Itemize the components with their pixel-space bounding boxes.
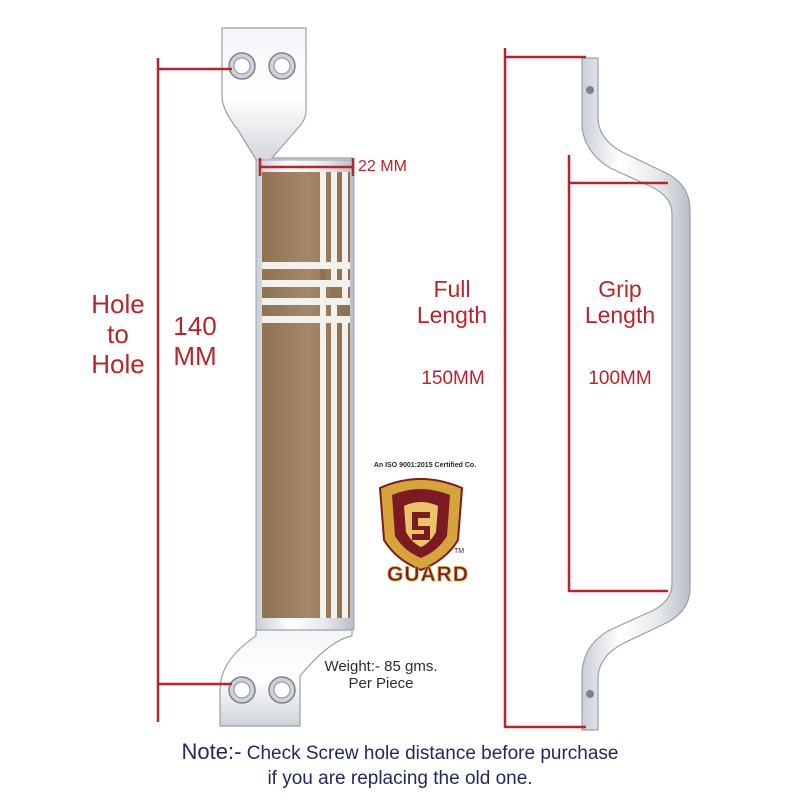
full-length-value: 150MM: [421, 368, 485, 389]
guard-logo: [378, 478, 464, 572]
grip-length-label: Grip Length: [584, 276, 656, 329]
hole-distance-value: 140 MM: [173, 311, 217, 371]
width-label: 22 MM: [358, 158, 407, 175]
hole-to-hole-label: Hole to Hole: [91, 289, 145, 379]
side-handle: [581, 57, 691, 731]
weight-label: Weight:- 85 gms. Per Piece: [324, 658, 438, 693]
note-line1: Check Screw hole distance before purchas…: [246, 743, 619, 764]
trademark-text: TM: [454, 548, 465, 555]
front-handle: [219, 27, 355, 727]
grip-length-value: 100MM: [588, 368, 652, 389]
note: Note:- Check Screw hole distance before …: [0, 738, 800, 791]
note-line2: if you are replacing the old one.: [267, 767, 533, 789]
note-key: Note:-: [181, 739, 242, 764]
dimension-lines: [156, 48, 668, 729]
full-length-label: Full Length: [416, 276, 488, 329]
guard-brand-text: GUARD: [387, 563, 469, 587]
iso-certification-text: An ISO 9001:2015 Certified Co.: [373, 462, 477, 469]
